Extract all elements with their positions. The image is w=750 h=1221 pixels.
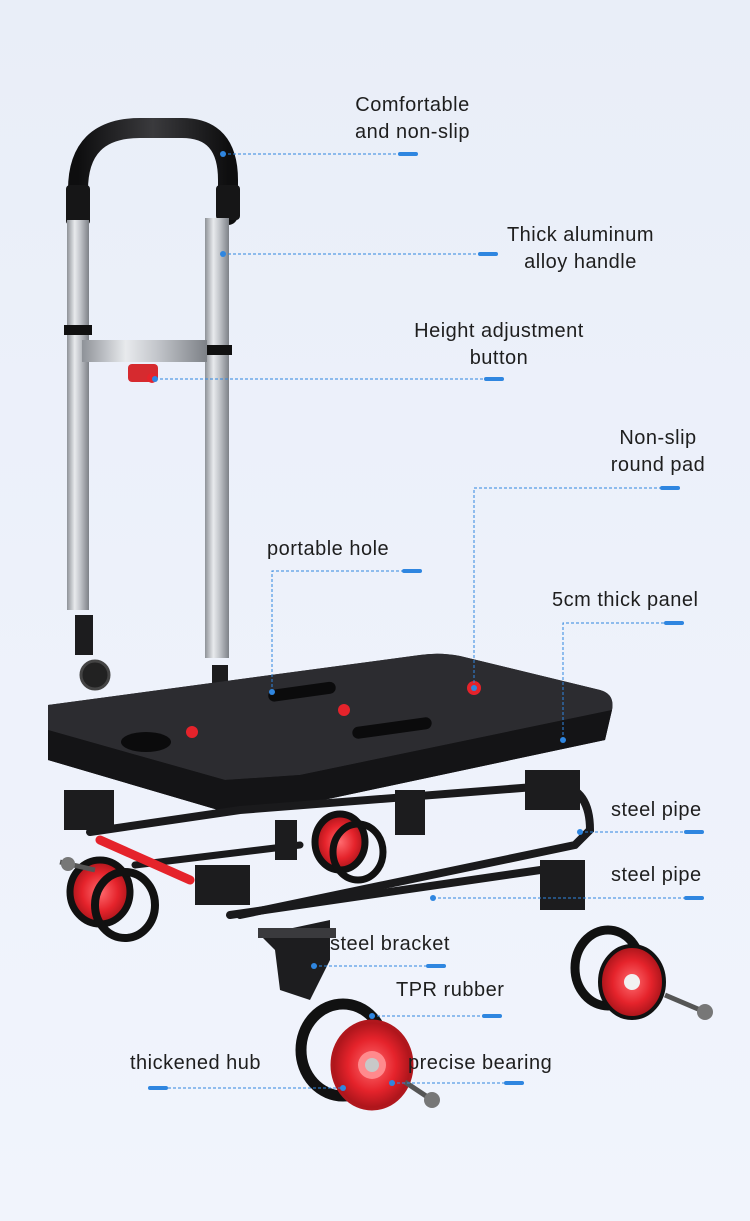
label-handle-tube: Thick aluminum alloy handle xyxy=(478,222,683,276)
label-panel: 5cm thick panel xyxy=(552,589,699,611)
label-line: Thick aluminum xyxy=(506,224,655,246)
leader-lines xyxy=(148,153,704,1089)
wheel-left xyxy=(66,856,159,942)
axle-left xyxy=(59,857,96,873)
label-steel-bracket: steel bracket xyxy=(330,933,450,955)
label-steel-pipe-1: steel pipe xyxy=(611,799,702,821)
label-thickened-hub: thickened hub xyxy=(130,1052,262,1074)
label-line: alloy handle xyxy=(524,251,637,273)
leader-endpoints xyxy=(148,151,704,1091)
label-line: Comfortable xyxy=(355,94,470,116)
wheels xyxy=(59,810,713,1111)
label-line: Height adjustment xyxy=(414,320,584,342)
label-portable-hole: portable hole xyxy=(267,538,390,560)
label-steel-pipe-2: steel pipe xyxy=(611,864,702,886)
wheel-middle xyxy=(311,810,387,884)
label-line: Non-slip xyxy=(619,427,697,449)
leader-round-pad xyxy=(473,487,680,688)
wheel-right xyxy=(570,925,713,1020)
leader-portable-hole xyxy=(271,570,422,692)
label-line: button xyxy=(469,347,529,369)
label-line: and non-slip xyxy=(355,121,470,143)
label-tpr-rubber: TPR rubber xyxy=(396,979,505,1001)
label-height-button: Height adjustment button xyxy=(390,318,608,372)
steel-frame xyxy=(64,770,595,919)
label-precise-bearing: precise bearing xyxy=(408,1052,553,1074)
wheel-exploded xyxy=(295,998,440,1111)
leader-panel xyxy=(562,622,684,740)
label-handle-grip: Comfortable and non-slip xyxy=(325,92,500,146)
handle xyxy=(64,118,240,761)
label-line: round pad xyxy=(610,454,706,476)
steel-bracket xyxy=(258,920,336,1000)
label-round-pad: Non-slip round pad xyxy=(600,425,716,479)
